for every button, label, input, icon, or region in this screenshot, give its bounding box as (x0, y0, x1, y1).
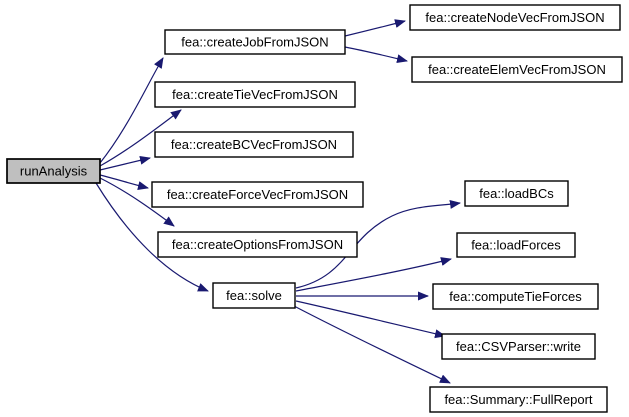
edge-createJobFromJSON-createNodeVecFromJSON (344, 19, 406, 37)
node-solve[interactable]: fea::solve (212, 282, 296, 309)
node-createElemVecFromJSON[interactable]: fea::createElemVecFromJSON (411, 56, 623, 83)
edges (95, 19, 461, 384)
node-summaryFullReport-label: fea::Summary::FullReport (444, 392, 592, 407)
node-createJobFromJSON-label: fea::createJobFromJSON (181, 35, 328, 50)
node-loadBCs-label: fea::loadBCs (479, 186, 554, 201)
node-createTieVecFromJSON-label: fea::createTieVecFromJSON (172, 87, 338, 102)
node-csvParserWrite[interactable]: fea::CSVParser::write (441, 333, 596, 360)
node-createJobFromJSON[interactable]: fea::createJobFromJSON (164, 29, 346, 55)
node-createTieVecFromJSON[interactable]: fea::createTieVecFromJSON (154, 81, 356, 108)
node-createBCVecFromJSON[interactable]: fea::createBCVecFromJSON (154, 131, 354, 158)
edge-solve-summaryFullReport (293, 305, 451, 384)
edge-runAnalysis-createForceVecFromJSON (99, 174, 149, 190)
node-runAnalysis: runAnalysis (6, 158, 101, 184)
node-loadBCs[interactable]: fea::loadBCs (464, 180, 569, 207)
edge-runAnalysis-createTieVecFromJSON (99, 109, 182, 167)
node-solve-label: fea::solve (226, 288, 282, 303)
node-summaryFullReport[interactable]: fea::Summary::FullReport (429, 386, 608, 413)
edge-solve-loadForces (295, 257, 452, 292)
edge-solve-csvParserWrite (295, 300, 446, 339)
edge-runAnalysis-solve (95, 182, 209, 292)
node-loadForces[interactable]: fea::loadForces (456, 232, 576, 258)
edge-solve-loadBCs (295, 200, 461, 289)
edge-runAnalysis-createBCVecFromJSON (99, 155, 151, 171)
node-createForceVecFromJSON-label: fea::createForceVecFromJSON (167, 187, 348, 202)
edge-runAnalysis-createOptionsFromJSON (99, 177, 175, 227)
node-computeTieForces[interactable]: fea::computeTieForces (432, 283, 599, 310)
node-csvParserWrite-label: fea::CSVParser::write (456, 339, 581, 354)
node-createElemVecFromJSON-label: fea::createElemVecFromJSON (428, 62, 606, 77)
node-runAnalysis-label: runAnalysis (20, 164, 88, 179)
node-computeTieForces-label: fea::computeTieForces (449, 289, 582, 304)
node-loadForces-label: fea::loadForces (471, 238, 561, 253)
node-createNodeVecFromJSON-label: fea::createNodeVecFromJSON (425, 10, 604, 25)
node-createOptionsFromJSON-label: fea::createOptionsFromJSON (172, 237, 343, 252)
node-createForceVecFromJSON[interactable]: fea::createForceVecFromJSON (151, 181, 364, 208)
edge-createJobFromJSON-createElemVecFromJSON (344, 46, 408, 64)
node-createOptionsFromJSON[interactable]: fea::createOptionsFromJSON (157, 231, 358, 258)
edge-runAnalysis-createJobFromJSON (99, 57, 164, 164)
node-createNodeVecFromJSON[interactable]: fea::createNodeVecFromJSON (409, 4, 621, 31)
node-createBCVecFromJSON-label: fea::createBCVecFromJSON (171, 137, 337, 152)
